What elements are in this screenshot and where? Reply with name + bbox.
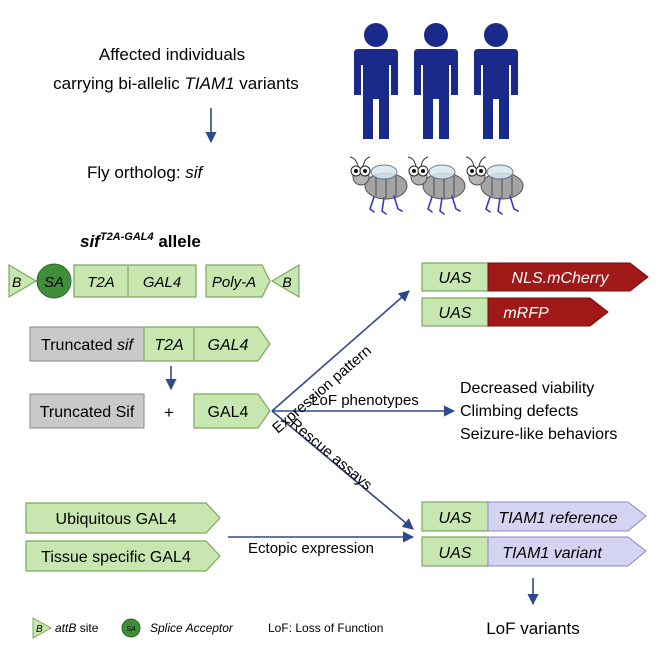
- attb-left: [8, 263, 38, 299]
- ubiquitous-gal4-box: [25, 502, 221, 534]
- legend: B attB site SA Splice Acceptor LoF: Loss…: [32, 617, 383, 639]
- gal4-protein-label: GAL4: [208, 404, 249, 421]
- polya-label: Poly-A: [212, 274, 256, 291]
- reporter-mrfp: UAS mRFP: [421, 297, 609, 327]
- rescue-assays-label: Rescue assays: [286, 415, 375, 493]
- attb-right: [270, 263, 300, 299]
- attb-left-label: B: [12, 274, 21, 290]
- person-icon: [414, 23, 458, 139]
- lof-phenotypes-label: LoF phenotypes: [311, 392, 419, 409]
- fly-icon: [465, 156, 524, 215]
- reporter-uas-label: UAS: [439, 305, 472, 322]
- nls-mcherry-label: NLS.mCherry: [512, 270, 610, 287]
- ectopic-expression-label: Ectopic expression: [248, 540, 374, 557]
- attb-legend-symbol: B: [36, 624, 43, 635]
- reporter-uas-label: UAS: [439, 270, 472, 287]
- lof-legend-label: LoF: Loss of Function: [268, 621, 383, 635]
- truncated-t2a-label: T2A: [154, 337, 183, 354]
- expression-arrow: [271, 290, 410, 412]
- truncated-sif-protein-box: [29, 393, 145, 429]
- rescue-variant-construct: UAS TIAM1 variant: [421, 536, 647, 567]
- rescue-uas-label: UAS: [439, 510, 472, 527]
- plus-sign: +: [164, 403, 174, 422]
- affected-individuals-line2: carrying bi-allelic TIAM1 variants: [53, 74, 299, 93]
- splice-acceptor-circle: [36, 263, 72, 299]
- t2a-label: T2A: [87, 274, 115, 291]
- allele-construct: B SA T2A GAL4 Poly-A B: [8, 263, 300, 299]
- mrfp-label: mRFP: [503, 305, 549, 322]
- tissue-specific-gal4-label: Tissue specific GAL4: [41, 549, 191, 566]
- sa-legend-label: Splice Acceptor: [150, 621, 234, 635]
- gal4-protein-box: [193, 393, 271, 429]
- sa-label: SA: [44, 274, 64, 291]
- gal4-label: GAL4: [143, 274, 181, 291]
- attb-legend-icon: [32, 617, 53, 639]
- tiam1-reference-label: TIAM1 reference: [498, 510, 617, 527]
- allele-title: sifT2A-GAL4 allele: [80, 231, 201, 251]
- affected-individuals-line1: Affected individuals: [99, 45, 245, 64]
- phenotype-item: Climbing defects: [460, 403, 578, 420]
- attb-right-label: B: [282, 274, 291, 290]
- lof-variants-label: LoF variants: [486, 619, 580, 638]
- person-icon: [354, 23, 398, 139]
- fly-ortholog-label: Fly ortholog: sif: [87, 163, 205, 182]
- reporter-nls-mcherry: UAS NLS.mCherry: [421, 262, 649, 292]
- truncated-sif-protein-label: Truncated Sif: [40, 404, 135, 421]
- rescue-uas-label: UAS: [439, 545, 472, 562]
- sa-legend-symbol: SA: [126, 626, 136, 633]
- polya-box: [205, 264, 271, 298]
- truncated-gal4-label: GAL4: [208, 337, 249, 354]
- phenotype-item: Seizure-like behaviors: [460, 426, 617, 443]
- fly-icon: [349, 156, 408, 215]
- rescue-arrow: [271, 410, 414, 530]
- truncated-sif-label: Truncated sif: [41, 337, 134, 354]
- phenotype-item: Decreased viability: [460, 380, 594, 397]
- attb-legend-label: attB site: [55, 621, 99, 635]
- person-icon: [474, 23, 518, 139]
- ubiquitous-gal4-label: Ubiquitous GAL4: [56, 511, 177, 528]
- sa-legend-icon: [121, 618, 141, 638]
- rescue-reference-construct: UAS TIAM1 reference: [421, 501, 647, 532]
- tissue-specific-gal4-box: [25, 540, 221, 572]
- tiam1-variant-label: TIAM1 variant: [502, 545, 602, 562]
- truncated-construct: Truncated sif T2A GAL4: [29, 326, 271, 362]
- expression-pattern-label: Expression pattern: [269, 342, 375, 437]
- fly-icon: [407, 156, 466, 215]
